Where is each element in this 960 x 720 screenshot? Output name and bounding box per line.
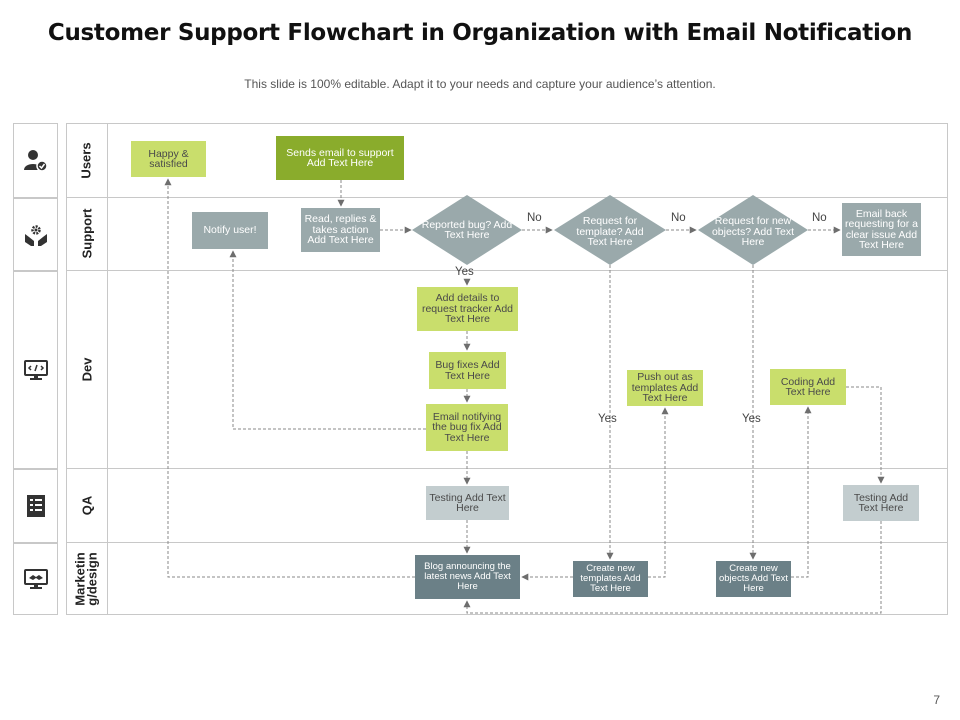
node-read-replies: Read, replies & takes action Add Text He… (301, 208, 380, 252)
users-icon-cell (13, 123, 58, 198)
node-testing-right: Testing Add Text Here (843, 485, 919, 521)
page-number: 7 (933, 693, 940, 707)
lane-label-divider (107, 123, 108, 615)
node-create-objects: Create new objects Add Text Here (716, 561, 791, 597)
decision-request-objects (698, 195, 808, 265)
support-icon-cell (13, 198, 58, 271)
edge-label-yes: Yes (455, 266, 474, 278)
node-blog-announcing: Blog announcing the latest news Add Text… (415, 555, 520, 599)
edge-label-no: No (527, 212, 542, 224)
node-email-notifying: Email notifying the bug fix Add Text Her… (426, 404, 508, 451)
code-monitor-icon (23, 360, 48, 380)
lane-divider (66, 542, 948, 543)
edge-label-yes: Yes (742, 413, 761, 425)
checklist-document-icon (26, 495, 45, 517)
page-subtitle: This slide is 100% editable. Adapt it to… (244, 77, 716, 91)
node-push-out-templates: Push out as templates Add Text Here (627, 370, 703, 406)
edge-label-yes: Yes (598, 413, 617, 425)
node-happy-satisfied: Happy & satisfied (131, 141, 206, 177)
node-notify-user: Notify user! (192, 212, 268, 249)
edge-label-no: No (671, 212, 686, 224)
node-bug-fixes: Bug fixes Add Text Here (429, 352, 506, 389)
page-title: Customer Support Flowchart in Organizati… (47, 20, 913, 46)
handshake-monitor-icon (23, 569, 48, 589)
node-sends-email: Sends email to support Add Text Here (276, 136, 404, 180)
label-request-template: Request for template? Add Text Here (576, 215, 644, 249)
hands-gear-icon (24, 224, 47, 246)
node-email-back: Email back requesting for a clear issue … (842, 203, 921, 256)
label-request-objects: Request for new objects? Add Text Here (711, 215, 795, 249)
edge-label-no: No (812, 212, 827, 224)
node-create-templates: Create new templates Add Text Here (573, 561, 648, 597)
qa-icon-cell (13, 469, 58, 543)
lane-divider (66, 468, 948, 469)
user-check-icon (23, 149, 48, 172)
dev-icon-cell (13, 271, 58, 469)
node-testing-left: Testing Add Text Here (426, 486, 509, 520)
decision-request-template (554, 195, 666, 265)
node-add-details: Add details to request tracker Add Text … (417, 287, 518, 331)
label-reported-bug: Reported bug? Add Text Here (421, 218, 513, 241)
marketing-icon-cell (13, 543, 58, 615)
node-coding: Coding Add Text Here (770, 369, 846, 405)
lane-divider (66, 197, 948, 198)
lane-divider (66, 270, 948, 271)
swimlane-frame (66, 123, 948, 615)
decision-reported-bug (412, 195, 522, 265)
